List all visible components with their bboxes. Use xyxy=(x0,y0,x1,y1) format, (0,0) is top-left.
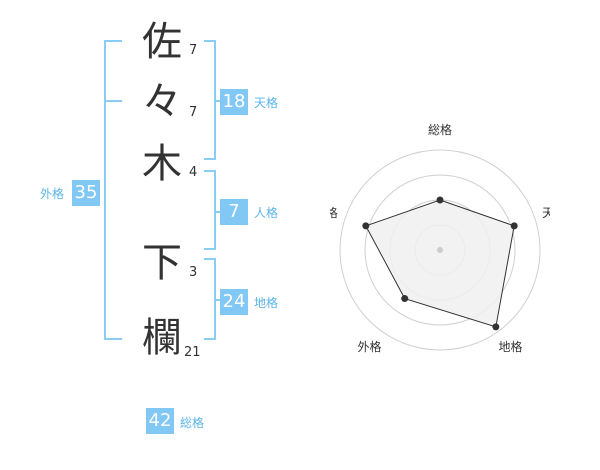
radar-series-polygon xyxy=(365,199,515,328)
name-char-1: 佐 xyxy=(142,19,182,65)
jinkaku-label: 人格 xyxy=(254,206,279,220)
name-char-4: 下 xyxy=(142,240,182,286)
jinkaku-bracket-tick xyxy=(216,211,220,213)
chikaku-bracket xyxy=(204,258,216,340)
name-char-3: 木 xyxy=(142,141,182,187)
stroke-count-2: 7 xyxy=(189,105,198,120)
soukaku-value-badge: 42 xyxy=(146,408,174,434)
radar-center-point xyxy=(437,247,443,253)
stroke-count-3: 4 xyxy=(189,165,198,180)
tenkaku-value-badge: 18 xyxy=(220,89,248,115)
radar-point-1 xyxy=(436,196,444,204)
chikaku-value-badge: 24 xyxy=(220,289,248,315)
radar-axis-label-3: 地格 xyxy=(499,339,523,354)
radar-axis-label-2: 天格 xyxy=(542,205,550,220)
radar-point-4 xyxy=(401,295,409,303)
radar-axis-label-4: 外格 xyxy=(357,339,381,354)
radar-ring xyxy=(339,149,541,351)
tenkaku-bracket xyxy=(204,40,216,160)
gaikaku-bracket xyxy=(104,40,122,340)
stroke-count-5: 21 xyxy=(184,345,201,360)
gaikaku-value-badge: 35 xyxy=(72,180,100,206)
radar-ring xyxy=(364,174,516,326)
gaikaku-bracket-tick-1 xyxy=(104,100,122,102)
jinkaku-bracket xyxy=(204,170,216,250)
tenkaku-bracket-tick xyxy=(216,100,220,102)
fortune-radar-chart: 総格天格地格 外格 人格 xyxy=(330,122,550,354)
name-char-5: 欄 xyxy=(142,315,182,361)
chikaku-label: 地格 xyxy=(254,296,279,310)
chikaku-bracket-tick xyxy=(216,299,220,301)
stroke-count-4: 3 xyxy=(189,265,198,280)
radar-point-5 xyxy=(362,222,370,230)
radar-point-2 xyxy=(510,222,518,230)
jinkaku-value-badge: 7 xyxy=(220,199,248,225)
stroke-count-1: 7 xyxy=(189,43,198,58)
tenkaku-label: 天格 xyxy=(254,96,279,110)
gaikaku-label: 外格 xyxy=(40,187,65,201)
radar-point-3 xyxy=(492,323,500,331)
soukaku-label: 総格 xyxy=(180,416,205,430)
radar-axis-label-5: 人格 xyxy=(330,205,338,220)
radar-axis-label-1: 総格 xyxy=(428,122,452,137)
name-char-2: 々 xyxy=(142,79,182,125)
